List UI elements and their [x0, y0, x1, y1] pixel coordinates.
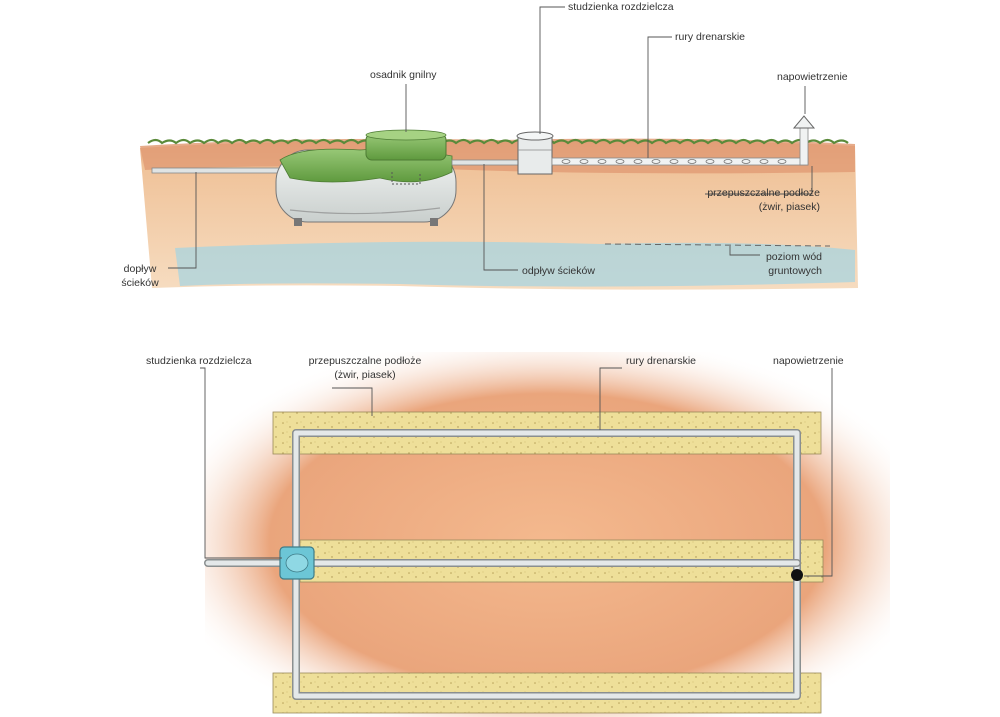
label-drain-pipes-plan: rury drenarskie	[626, 355, 697, 367]
groundwater-level-line	[604, 243, 831, 247]
label-inflow-line2: ścieków	[121, 277, 159, 289]
plan-well-cover	[285, 553, 309, 573]
label-drain-pipes-side: rury drenarskie	[675, 31, 746, 43]
plan-view	[200, 352, 890, 717]
label-vent-plan: napowietrzenie	[773, 355, 844, 367]
label-inflow: dopływ ścieków	[110, 262, 170, 290]
label-distribution-well-side: studzienka rozdzielcza	[568, 1, 674, 13]
label-septic-tank: osadnik gnilny	[370, 69, 437, 81]
septic-tank	[275, 129, 457, 226]
inflow-pipe	[151, 167, 285, 174]
vent-pipe	[792, 115, 816, 166]
side-leader-lines	[168, 6, 813, 271]
grass-line	[147, 138, 849, 145]
label-permeable-base-plan: przepuszczalne podłoże (żwir, piasek)	[300, 354, 430, 382]
label-outflow: odpływ ścieków	[522, 265, 595, 277]
plan-ground	[205, 352, 890, 717]
label-permeable-base-side-line2: (żwir, piasek)	[758, 201, 820, 213]
drain-perforations	[561, 159, 787, 164]
label-groundwater-line2: gruntowych	[768, 265, 822, 277]
label-inflow-line1: dopływ	[123, 263, 157, 275]
drain-pipe	[551, 157, 809, 166]
label-permeable-base-plan-line1: przepuszczalne podłoże	[308, 355, 422, 367]
label-permeable-base-side-line1: przepuszczalne podłoże	[707, 187, 820, 199]
side-view	[140, 6, 858, 290]
groundwater-band	[175, 241, 855, 287]
plan-vent[interactable]	[791, 569, 803, 581]
distribution-well	[516, 131, 554, 175]
label-distribution-well-plan: studzienka rozdzielcza	[146, 355, 252, 367]
plan-leader-lines	[200, 367, 833, 577]
label-vent-side: napowietrzenie	[777, 71, 848, 83]
label-groundwater-line1: poziom wód	[765, 251, 822, 263]
outflow-pipe	[451, 159, 523, 166]
label-groundwater: poziom wód gruntowych	[740, 250, 822, 278]
label-permeable-base-side: przepuszczalne podłoże (żwir, piasek)	[700, 186, 820, 214]
label-permeable-base-plan-line2: (żwir, piasek)	[334, 369, 396, 381]
